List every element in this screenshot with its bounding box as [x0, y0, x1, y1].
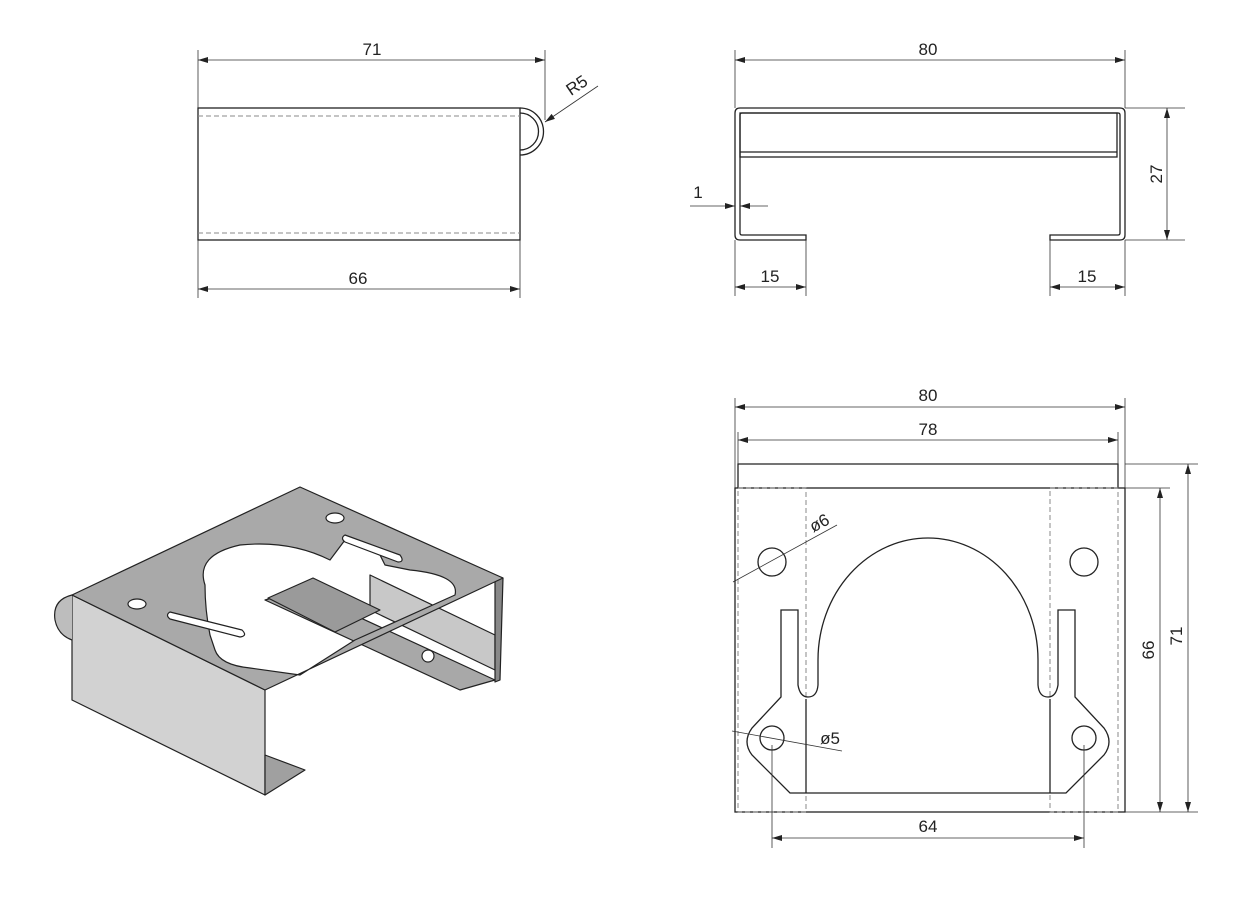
top-view-outline	[734, 487, 1126, 813]
top-view: 80 78 ø6 ø5 64 66 71	[731, 386, 1198, 848]
dim-label-27: 27	[1147, 165, 1166, 184]
radius-leader	[544, 85, 599, 123]
hole-6-right	[1069, 547, 1099, 577]
dim-label-66: 66	[349, 269, 368, 288]
isometric-view	[54, 486, 504, 796]
dim-label-71-top: 71	[1167, 627, 1186, 646]
dim-label-r5: R5	[563, 71, 592, 99]
dim-label-dia5: ø5	[820, 729, 840, 748]
cutout-profile	[746, 537, 1110, 794]
dim-label-78: 78	[919, 420, 938, 439]
rolled-edge-inner	[519, 112, 540, 151]
diameter-5-leader	[731, 730, 843, 752]
iso-rolled-edge	[54, 594, 73, 641]
iso-front-flange	[264, 754, 306, 796]
dim-label-80-top: 80	[919, 386, 938, 405]
dim-label-dia6: ø6	[806, 510, 832, 536]
front-view: 71 66 R5	[197, 40, 599, 298]
dim-label-66-top: 66	[1139, 641, 1158, 660]
dim-label-80: 80	[919, 40, 938, 59]
side-view: 80 27 1 15 15	[690, 40, 1185, 296]
rolled-edge	[519, 107, 545, 156]
iso-top-plate	[71, 486, 504, 691]
front-outline	[197, 107, 521, 241]
diameter-6-leader	[732, 524, 838, 583]
dim-label-1: 1	[693, 183, 702, 202]
back-flange	[739, 112, 1118, 158]
dim-label-15-left: 15	[761, 267, 780, 286]
dim-label-64: 64	[919, 817, 938, 836]
dim-label-15-right: 15	[1078, 267, 1097, 286]
hole-6-left	[757, 547, 787, 577]
channel-profile	[734, 107, 1126, 241]
dim-label-71: 71	[363, 40, 382, 59]
iso-tab	[267, 577, 381, 633]
